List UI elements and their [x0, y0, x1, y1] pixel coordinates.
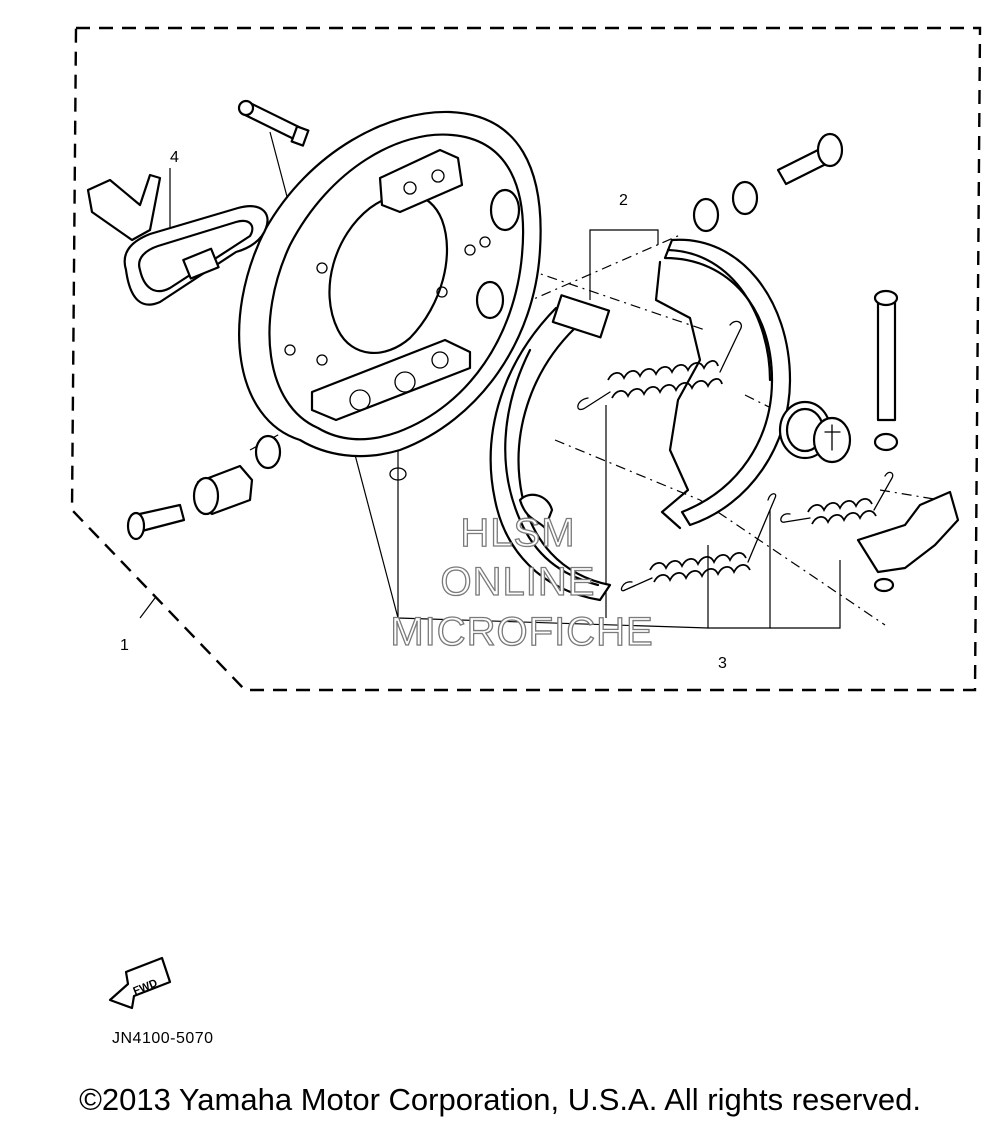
inspection-cover [123, 205, 269, 306]
callout-3: 3 [718, 655, 727, 672]
copyright-notice: ©2013 Yamaha Motor Corporation, U.S.A. A… [79, 1082, 921, 1117]
brake-shoe-left [489, 294, 612, 602]
callout-2: 2 [619, 192, 628, 209]
shoe-hold-pin [873, 289, 899, 593]
diagram-code: JN4100-5070 [112, 1030, 214, 1047]
adjuster-bracket [856, 490, 960, 574]
watermark-line-1: HLSM [460, 511, 575, 555]
bleeder-screw [692, 132, 844, 233]
callout-4: 4 [170, 149, 179, 166]
callout-1: 1 [120, 637, 129, 654]
watermark-line-2: ONLINE [441, 560, 596, 604]
brake-shoe-right [654, 238, 792, 530]
brake-backing-plate [238, 110, 542, 458]
return-springs [577, 320, 894, 592]
adjuster-wheel [778, 400, 852, 464]
adjuster-pin [237, 99, 310, 147]
cover-bracket [86, 173, 162, 242]
watermark-line-3: MICROFICHE [390, 610, 653, 654]
bleed-fitting [126, 434, 407, 541]
assembly-boundary [70, 26, 982, 692]
watermark: HLSM ONLINE MICROFICHE [390, 510, 654, 654]
fwd-arrow-icon: FWD [108, 956, 172, 1010]
